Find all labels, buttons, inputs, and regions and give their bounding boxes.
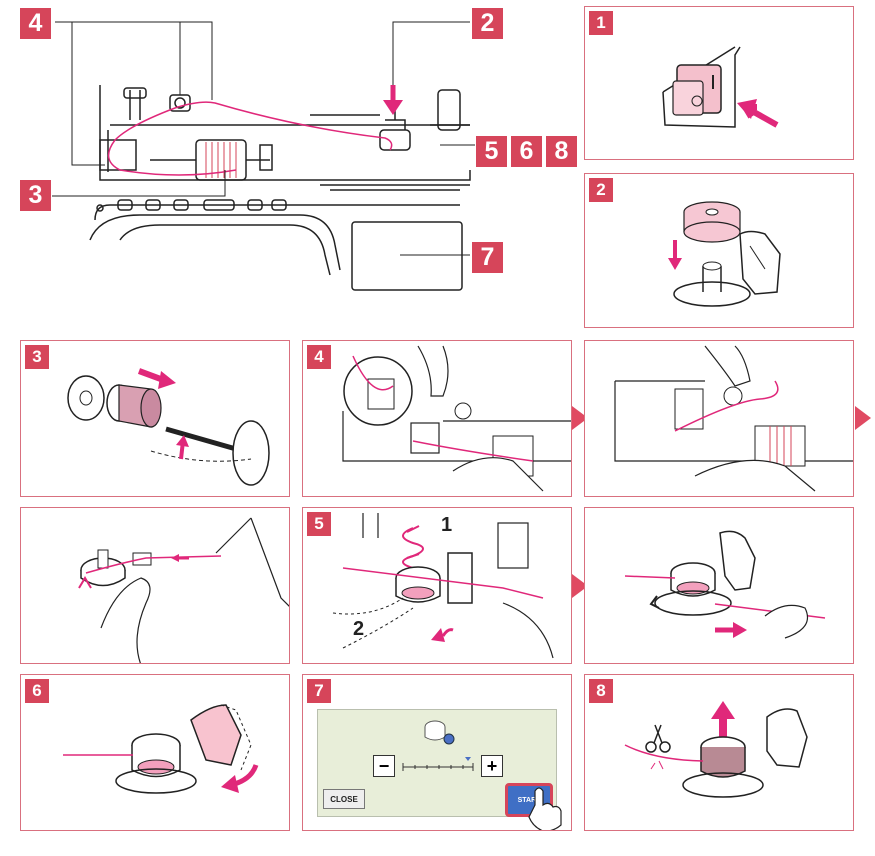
lcd-controls-illustration [402,720,474,771]
pointing-hand-icon [528,787,562,830]
callout-2: 2 [472,8,503,39]
step-2-badge: 2 [589,178,613,202]
step-5-panel: 5 1 2 [302,507,572,664]
step-3-badge: 3 [25,345,49,369]
callout-8: 8 [546,136,577,167]
step-4-bobbin-panel [20,507,290,664]
step-7-badge: 7 [307,679,331,703]
callout-7: 7 [472,242,503,273]
callout-6: 6 [511,136,542,167]
step-8-panel: 8 [584,674,854,831]
callout-4: 4 [20,8,51,39]
sub-step-1-label: 1 [441,514,453,536]
close-button[interactable]: CLOSE [323,789,365,809]
sub-step-2-label: 2 [353,618,365,640]
step-2-panel: 2 [584,173,854,328]
plus-button[interactable]: + [481,755,503,777]
winder-engage-illustration [63,704,259,794]
step-3-panel: 3 [20,340,290,497]
bobbin-placement-illustration [668,201,781,307]
spool-placement-illustration [67,368,270,486]
callout-3: 3 [20,180,51,211]
step-4-panel: 4 [302,340,572,497]
remove-bobbin-illustration [624,701,808,798]
callout-5: 5 [476,136,507,167]
step-4-continued-panel [584,340,854,497]
thread-guide-illustration [342,345,571,492]
flow-arrow-icon [855,406,871,430]
step-6-badge: 6 [25,679,49,703]
thread-pull-illustration [624,530,826,639]
machine-top-illustration [52,21,475,291]
bobbin-winder-illustration [332,513,554,659]
minus-button[interactable]: − [373,755,395,777]
step-6-panel: 6 [20,674,290,831]
power-switch-illustration [662,46,779,128]
thread-tension-illustration [614,345,853,492]
overview-diagram: 4 2 3 5 6 8 7 [0,0,577,300]
step-5-pull-panel [584,507,854,664]
step-5-badge: 5 [307,512,331,536]
bobbin-thread-illustration [78,517,289,663]
step-8-badge: 8 [589,679,613,703]
step-7-panel: − + CLOSE START 7 [302,674,572,831]
step-4-badge: 4 [307,345,331,369]
step-1-panel: 1 [584,6,854,160]
step-1-badge: 1 [589,11,613,35]
